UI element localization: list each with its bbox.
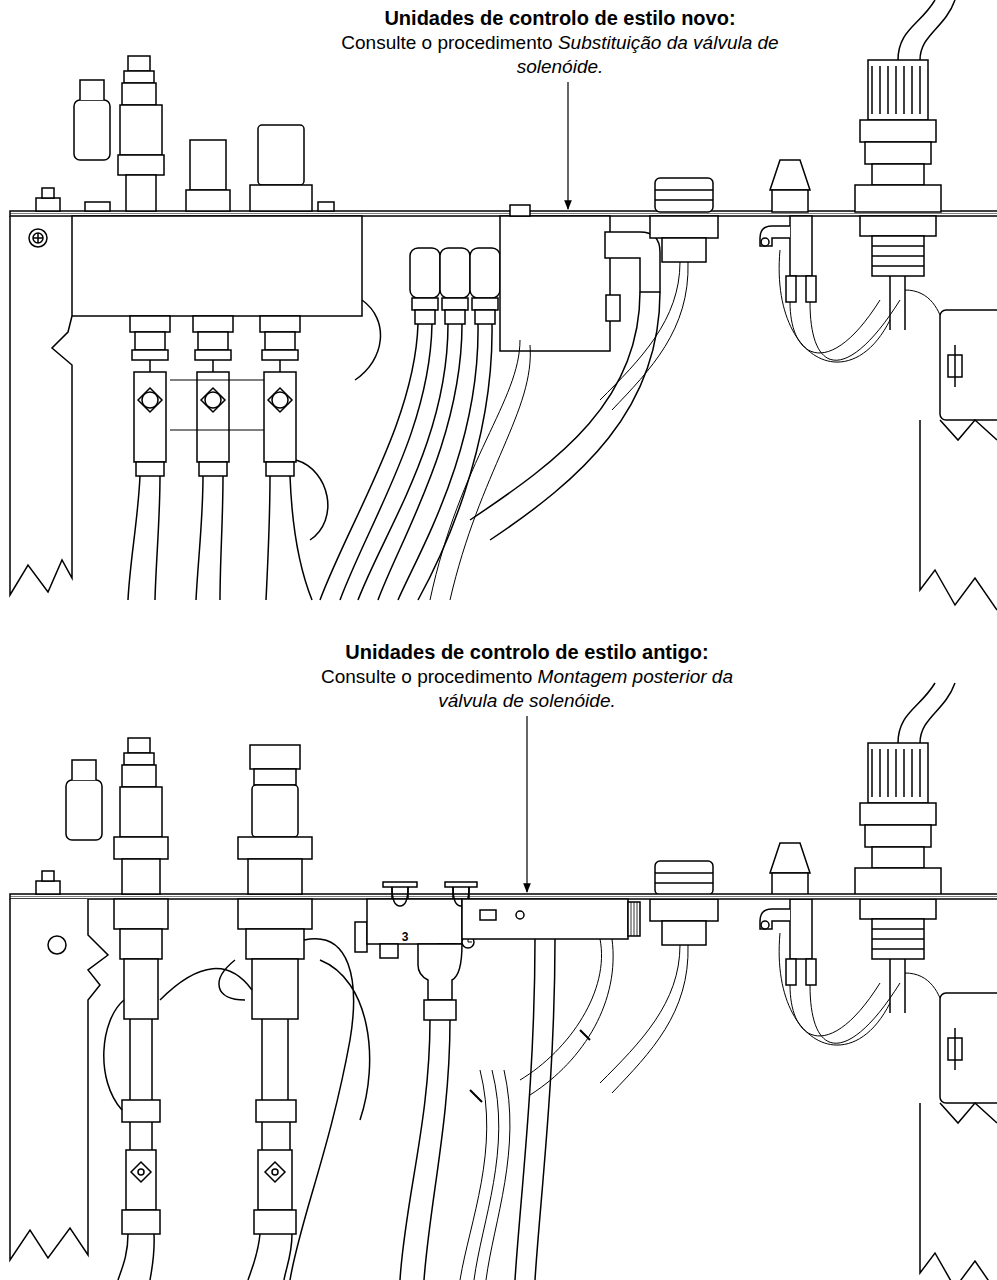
callout-text: Consulte o procedimentoMontagem posterio… <box>307 665 747 713</box>
callout-text: Unidades de controlo de estilo antigo: <box>247 640 807 664</box>
callout-text: Consulte o procedimentoSubstituição da v… <box>320 31 800 79</box>
port-number: 3 <box>402 930 409 944</box>
callout-note: Consulte o procedimento <box>341 32 552 53</box>
right-side-fittings <box>600 0 997 610</box>
callout-text: Unidades de controlo de estilo novo: <box>280 6 840 30</box>
callout-note: Consulte o procedimento <box>321 666 532 687</box>
callout-arrow <box>567 82 568 209</box>
callout-text: 3 <box>395 930 415 944</box>
old-style-unit <box>10 738 997 1280</box>
callout-heading: Unidades de controlo de estilo novo: <box>384 7 735 29</box>
callout-arrow <box>526 716 527 892</box>
new-style-unit <box>10 56 997 600</box>
callout-note: Substituição da válvula de solenóide. <box>517 32 779 77</box>
callout-heading: Unidades de controlo de estilo antigo: <box>345 641 708 663</box>
